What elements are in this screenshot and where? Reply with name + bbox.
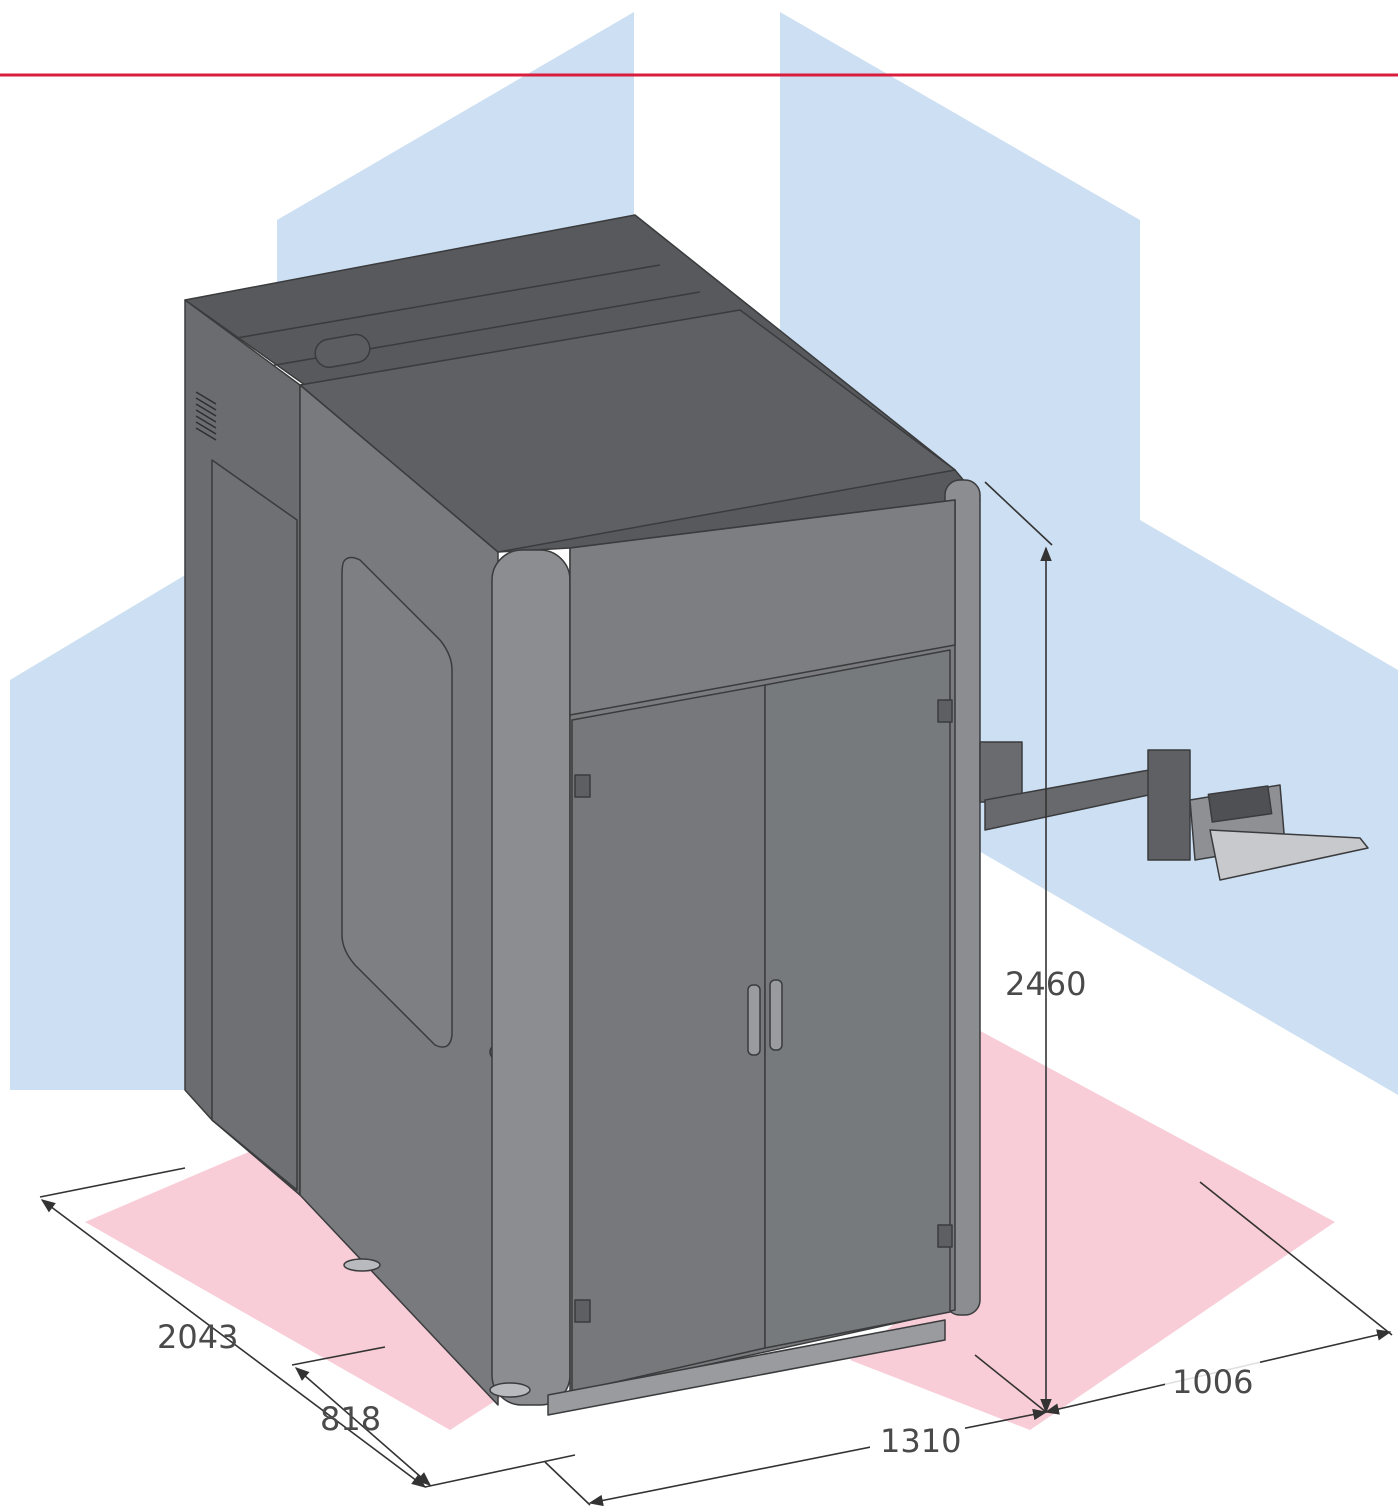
hinge-lower-left bbox=[574, 1299, 591, 1323]
dim-height-ext-top bbox=[984, 481, 1053, 546]
door-handle-left bbox=[747, 984, 761, 1056]
dimension-labels: 2460 2043 818 1310 1006 bbox=[157, 965, 1260, 1460]
workpiece-pallet bbox=[1209, 829, 1369, 881]
arm-carriage bbox=[1147, 749, 1191, 861]
arm-mount bbox=[979, 741, 1023, 803]
backdrop-left-panel bbox=[277, 12, 634, 300]
front-left-pillar bbox=[491, 549, 571, 1406]
cabinet-base bbox=[547, 1319, 946, 1416]
dimension-label-depth-total: 2043 bbox=[157, 1318, 238, 1356]
dim-1310-line bbox=[588, 1408, 1048, 1507]
leveling-foot-rear bbox=[343, 1258, 381, 1272]
leveling-foot-left bbox=[489, 1382, 531, 1398]
dim-2043-ext-bottom bbox=[424, 1454, 576, 1488]
hinge-lower-right bbox=[937, 1224, 953, 1248]
label-bg-1006 bbox=[1165, 1360, 1260, 1400]
door-handle-right bbox=[769, 979, 783, 1051]
dim-818-ext bbox=[291, 1346, 386, 1366]
label-bg-1310 bbox=[870, 1418, 965, 1458]
dim-2043-ext-top bbox=[39, 1167, 186, 1198]
loader-arm bbox=[979, 741, 1369, 881]
cabinet bbox=[184, 214, 981, 1416]
top-seam-1 bbox=[224, 264, 661, 341]
left-column-door bbox=[211, 459, 298, 1191]
dimension-lines bbox=[39, 481, 1393, 1507]
front-door-left bbox=[571, 684, 766, 1393]
side-window bbox=[341, 556, 453, 1048]
backdrop-right-panel bbox=[780, 12, 1140, 530]
hinge-upper-right bbox=[937, 699, 953, 723]
dimension-label-depth-partial: 818 bbox=[320, 1400, 381, 1438]
dimension-label-height: 2460 bbox=[1005, 965, 1086, 1003]
dim-818-line bbox=[294, 1367, 432, 1486]
dim-1006-ext bbox=[1199, 1181, 1393, 1336]
dimension-label-width: 1310 bbox=[880, 1422, 961, 1460]
dim-1310-ext bbox=[544, 1461, 591, 1506]
hinge-upper-left bbox=[574, 774, 591, 798]
vent-grille bbox=[195, 391, 217, 441]
dimension-label-arm-extension: 1006 bbox=[1172, 1363, 1253, 1401]
front-upper-panel bbox=[569, 499, 956, 716]
top-access-hatch bbox=[314, 333, 371, 369]
vise-fixture bbox=[1207, 785, 1273, 823]
dim-1310-ext-right bbox=[974, 1354, 1047, 1413]
front-door-right bbox=[764, 649, 951, 1349]
